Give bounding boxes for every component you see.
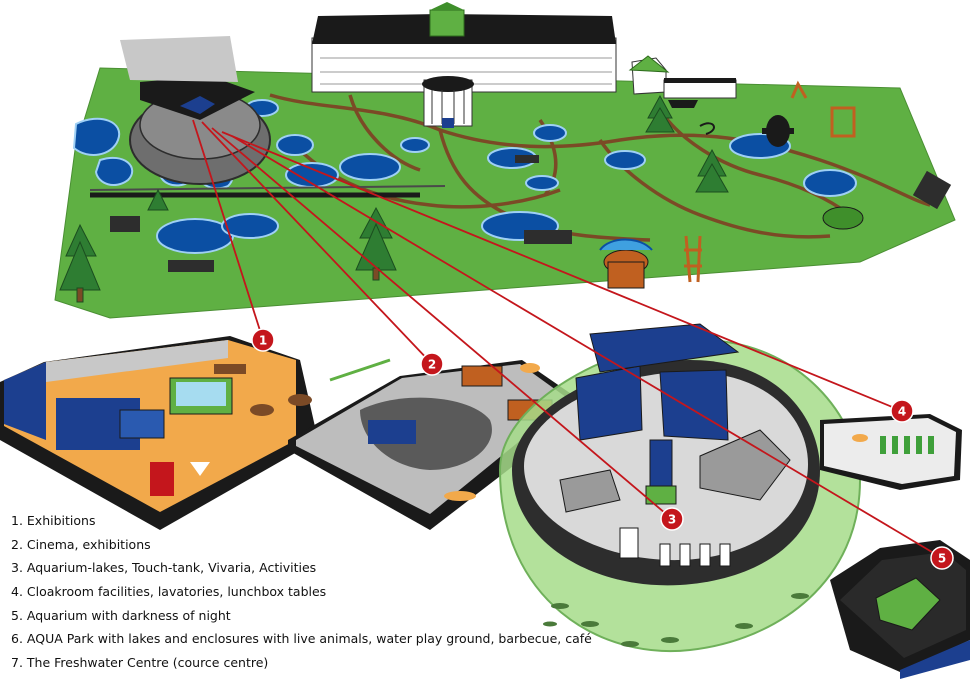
section-exhibitions <box>0 336 318 530</box>
freshwater-centre-building <box>311 2 617 128</box>
park-grass <box>54 67 956 319</box>
park-features <box>599 80 864 289</box>
map-legend: 1. Exhibitions 2. Cinema, exhibitions 3.… <box>11 509 592 675</box>
legend-item: 5. Aquarium with darkness of night <box>11 607 231 623</box>
legend-item: 6. AQUA Park with lakes and enclosures w… <box>11 631 592 647</box>
marker-1-label: 1 <box>259 334 267 348</box>
connector-lines <box>192 119 943 559</box>
marker-1[interactable]: 1 <box>251 328 275 352</box>
section-cinema <box>288 358 580 530</box>
park-small-buildings <box>110 55 952 272</box>
marker-2[interactable]: 2 <box>420 352 444 376</box>
legend-item: 2. Cinema, exhibitions <box>11 536 151 552</box>
marker-3[interactable]: 3 <box>660 507 684 531</box>
legend-item: 4. Cloakroom facilities, lavatories, lun… <box>11 584 327 600</box>
building-cutaway <box>0 323 970 679</box>
section-aquarium-rotunda <box>498 323 862 652</box>
section-night-aquarium <box>830 540 970 679</box>
marker-2-label: 2 <box>428 358 436 372</box>
marker-4[interactable]: 4 <box>890 399 914 423</box>
marker-3-label: 3 <box>668 513 676 527</box>
section-cloakroom <box>820 414 962 490</box>
marker-5[interactable]: 5 <box>930 546 954 570</box>
marker-4-label: 4 <box>898 405 906 419</box>
legend-item: 1. Exhibitions <box>11 513 96 528</box>
fish-silhouettes <box>543 593 809 647</box>
aquarium-rotunda <box>89 36 446 198</box>
park-overview <box>54 2 956 319</box>
legend-item: 3. Aquarium-lakes, Touch-tank, Vivaria, … <box>11 560 317 576</box>
legend-item: 7. The Freshwater Centre (cource centre) <box>11 655 269 671</box>
marker-5-label: 5 <box>938 552 946 566</box>
